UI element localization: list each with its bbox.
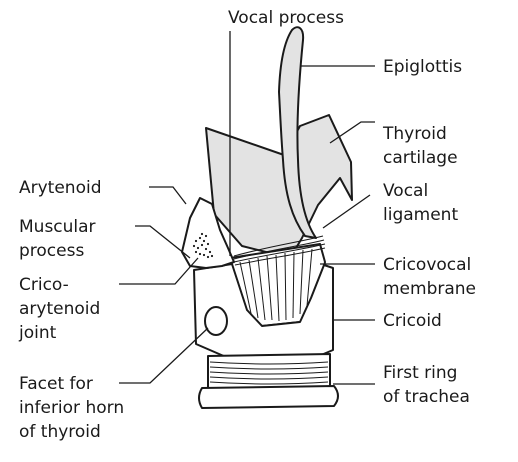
label-crico-arytenoid-joint: Crico- arytenoid joint	[18, 275, 106, 343]
label-arytenoid: Arytenoid	[19, 178, 102, 198]
thyroid-cartilage-shape	[206, 115, 352, 258]
label-facet-for-inferior-horn: Facet for inferior horn of thyroid	[19, 374, 130, 442]
label-thyroid-cartilage: Thyroid cartilage	[382, 124, 458, 168]
first-tracheal-ring-shape	[199, 386, 338, 408]
cricoid-facet	[205, 307, 227, 335]
label-vocal-ligament: Vocal ligament	[383, 181, 458, 225]
label-cricoid: Cricoid	[383, 311, 442, 331]
label-epiglottis: Epiglottis	[383, 57, 462, 77]
label-cricovocal-membrane: Cricovocal membrane	[383, 255, 477, 299]
label-vocal-process: Vocal process	[228, 8, 344, 28]
label-first-ring-of-trachea: First ring of trachea	[383, 363, 470, 407]
label-muscular-process: Muscular process	[19, 217, 101, 261]
